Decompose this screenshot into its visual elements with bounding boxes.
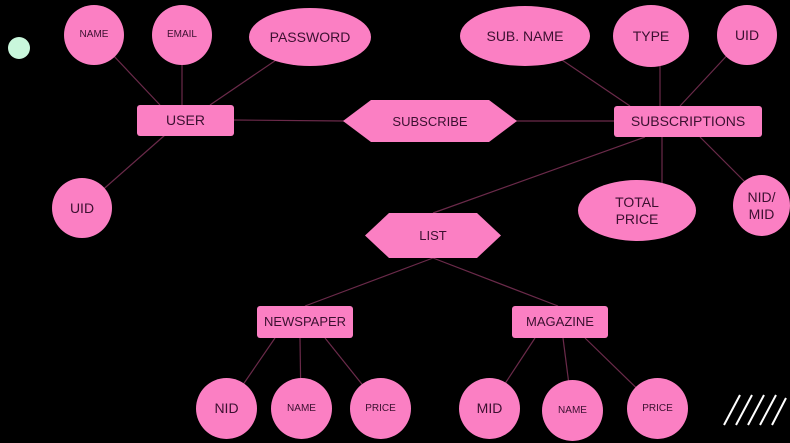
attr-newspaper-nid: NID [196, 378, 257, 439]
attr-subs-totalprice: TOTAL PRICE [578, 180, 696, 241]
diamond-shape [365, 213, 501, 258]
attr-subs-type: TYPE [613, 5, 689, 67]
relationship-label: LIST [419, 228, 447, 243]
connector-subs-list [432, 136, 646, 214]
attr-user-uid: UID [52, 178, 112, 238]
attr-subs-uid: UID [717, 5, 777, 65]
accent-dot [8, 37, 30, 59]
entity-newspaper: NEWSPAPER [257, 306, 353, 338]
relationship-subscribe: SUBSCRIBE [343, 100, 517, 142]
attr-subs-nidmid: NID/ MID [733, 175, 790, 236]
attr-magazine-price: PRICE [627, 378, 688, 439]
entity-subscriptions: SUBSCRIPTIONS [614, 106, 762, 137]
attr-user-password: PASSWORD [249, 8, 371, 66]
attr-subs-subname: SUB. NAME [460, 6, 590, 66]
connector-list-newspaper [304, 257, 434, 307]
relationship-label: SUBSCRIBE [392, 113, 468, 129]
attr-newspaper-name: NAME [271, 378, 332, 439]
relationship-list: LIST [365, 213, 501, 258]
attr-newspaper-price: PRICE [350, 378, 411, 439]
connector-subs-nidmid [699, 136, 749, 186]
hatch-decoration [723, 394, 787, 426]
attr-magazine-mid: MID [459, 378, 520, 439]
entity-user: USER [137, 105, 234, 136]
attr-user-email: EMAIL [152, 5, 212, 65]
entity-magazine: MAGAZINE [512, 306, 608, 338]
diamond-shape [343, 100, 517, 142]
connector-user-subscribe [233, 119, 346, 122]
attr-user-name: NAME [64, 5, 124, 65]
attr-magazine-name: NAME [542, 380, 603, 441]
connector-list-magazine [432, 257, 559, 307]
